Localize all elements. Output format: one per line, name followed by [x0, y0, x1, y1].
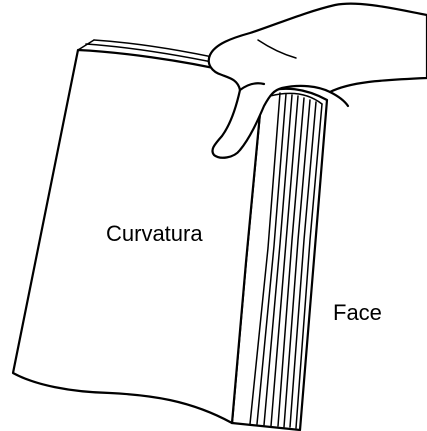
face-label: Face	[333, 300, 382, 325]
curvature-label: Curvatura	[106, 221, 203, 246]
